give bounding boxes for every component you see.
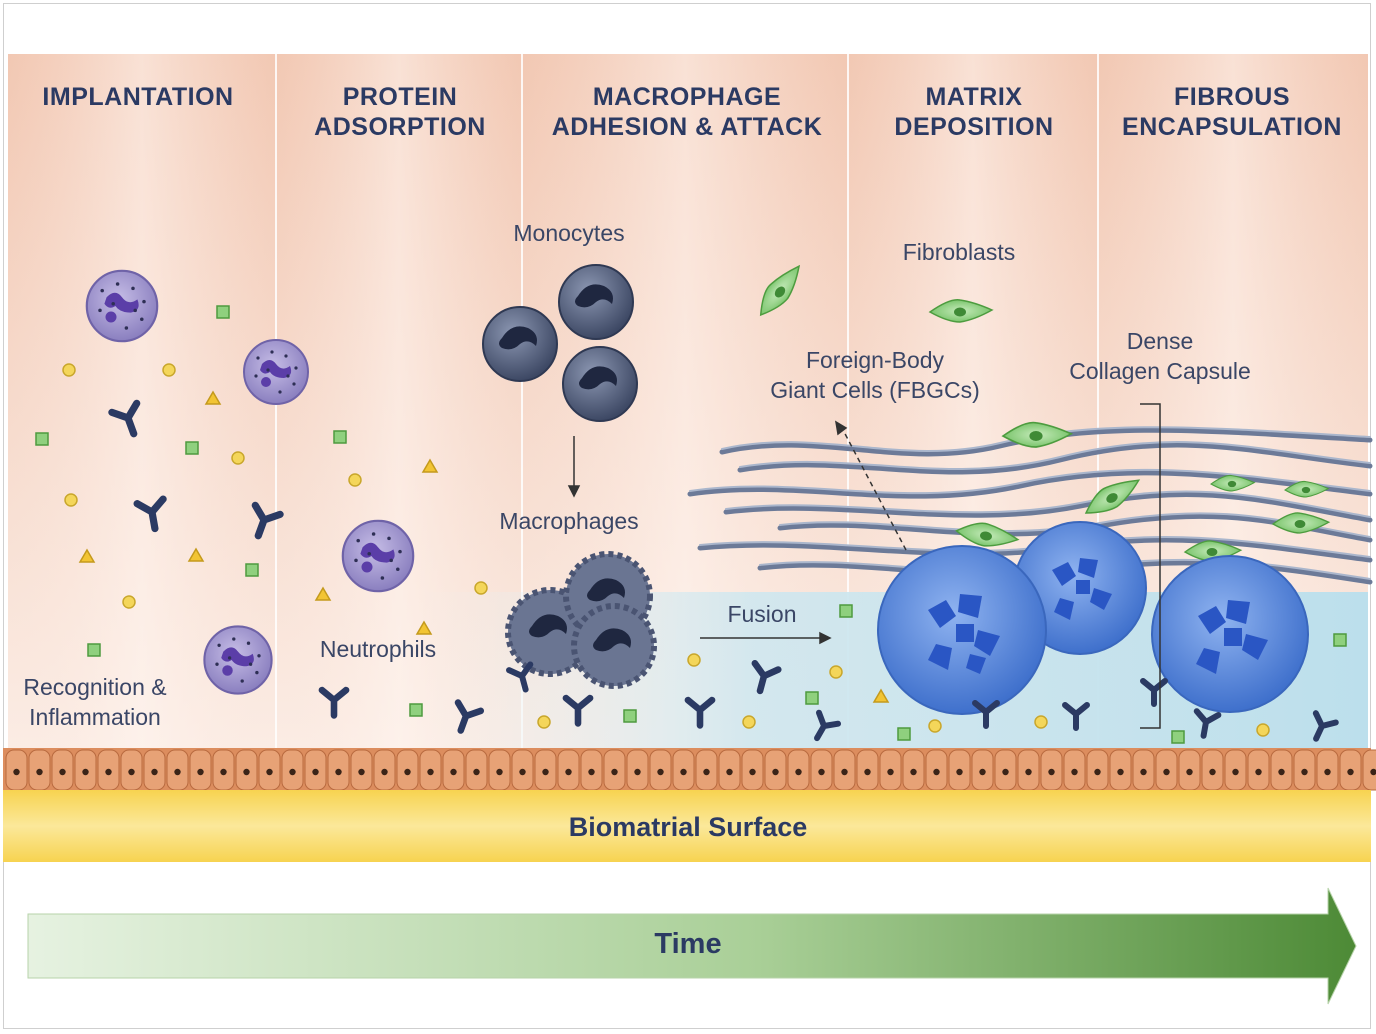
cell-nucleus [1140,768,1147,776]
cell-nucleus [818,768,825,776]
cell-nucleus [496,768,503,776]
cell-nucleus [151,768,158,776]
cell-nucleus [749,768,756,776]
biomaterial-surface [3,790,1371,862]
figure-frame [3,3,1371,1029]
cell-nucleus [473,768,480,776]
cell-nucleus [243,768,250,776]
time-arrow [27,887,1357,1005]
cell-nucleus [1117,768,1124,776]
cell-nucleus [565,768,572,776]
cell-nucleus [36,768,43,776]
cell-nucleus [1232,768,1239,776]
cell-nucleus [519,768,526,776]
cell-nucleus [1163,768,1170,776]
cell-nucleus [588,768,595,776]
cell-nucleus [105,768,112,776]
cell-nucleus [1301,768,1308,776]
cell-nucleus [266,768,273,776]
cell-nucleus [1209,768,1216,776]
cell-nucleus [887,768,894,776]
epithelial-cell [1362,749,1376,791]
cell-nucleus [1186,768,1193,776]
capsule-bracket [1140,403,1161,729]
cell-nucleus [1370,768,1376,776]
cell-nucleus [1278,768,1285,776]
stage-title-macrophage-adhesion: MACROPHAGE ADHESION & ATTACK [530,82,844,142]
stage-title-text: PROTEIN ADSORPTION [314,83,486,141]
cell-nucleus [59,768,66,776]
fusion-arrow [700,631,832,645]
cell-nucleus [128,768,135,776]
cell-nucleus [772,768,779,776]
stage-title-fibrous-encapsulation: FIBROUS ENCAPSULATION [1106,82,1358,142]
cell-nucleus [335,768,342,776]
cell-nucleus [1002,768,1009,776]
cell-nucleus [1048,768,1055,776]
stage-title-matrix-deposition: MATRIX DEPOSITION [860,82,1088,142]
macrophages-label: Macrophages [499,508,639,534]
cell-nucleus [1324,768,1331,776]
monocytes-label: Monocytes [513,220,625,246]
cell-nucleus [427,768,434,776]
recognition-inflammation-label: Recognition & Inflammation [23,674,167,730]
fbgc-label: Foreign-Body Giant Cells (FBGCs) [770,347,980,403]
cell-nucleus [542,768,549,776]
fbgc-pointer-arrow [834,420,907,551]
cell-nucleus [312,768,319,776]
cell-nucleus [956,768,963,776]
cell-nucleus [289,768,296,776]
cell-nucleus [1025,768,1032,776]
cell-nucleus [404,768,411,776]
foreign-body-giant-cells [877,521,1309,715]
stage-title-text: MACROPHAGE ADHESION & ATTACK [551,83,823,141]
cell-nucleus [611,768,618,776]
cell-nucleus [841,768,848,776]
cell-nucleus [1094,768,1101,776]
stage-title-text: IMPLANTATION [42,83,234,111]
stage-title-text: FIBROUS ENCAPSULATION [1122,83,1342,141]
cell-nucleus [220,768,227,776]
cell-nucleus [680,768,687,776]
fibroblasts-label: Fibroblasts [902,239,1016,265]
cell-nucleus [703,768,710,776]
cell-nucleus [864,768,871,776]
cell-nucleus [933,768,940,776]
cell-nucleus [1071,768,1078,776]
cell-nucleus [1255,768,1262,776]
biomaterial-surface-label: Biomatrial Surface [568,812,808,842]
cell-nucleus [634,768,641,776]
collagen-capsule-label: Dense Collagen Capsule [1069,328,1251,384]
cell-nucleus [726,768,733,776]
cell-nucleus [1347,768,1354,776]
monocyte-to-macrophage-arrow [567,436,581,498]
cell-nucleus [381,768,388,776]
protein-molecules [35,305,1347,744]
cell-nucleus [13,768,20,776]
stage-title-implantation: IMPLANTATION [20,82,256,112]
cell-nucleus [910,768,917,776]
epithelial-cell-layer [3,748,1376,792]
cell-nucleus [358,768,365,776]
macrophage-cells [505,551,657,689]
cell-nucleus [82,768,89,776]
cell-nucleus [174,768,181,776]
cell-nucleus [979,768,986,776]
stage-title-protein-adsorption: PROTEIN ADSORPTION [290,82,510,142]
cell-nucleus [450,768,457,776]
cell-nucleus [657,768,664,776]
fusion-label: Fusion [727,601,797,627]
cell-nucleus [795,768,802,776]
stage-title-text: MATRIX DEPOSITION [894,83,1054,141]
cell-nucleus [197,768,204,776]
neutrophils-label: Neutrophils [319,636,437,662]
time-label: Time [654,928,722,960]
